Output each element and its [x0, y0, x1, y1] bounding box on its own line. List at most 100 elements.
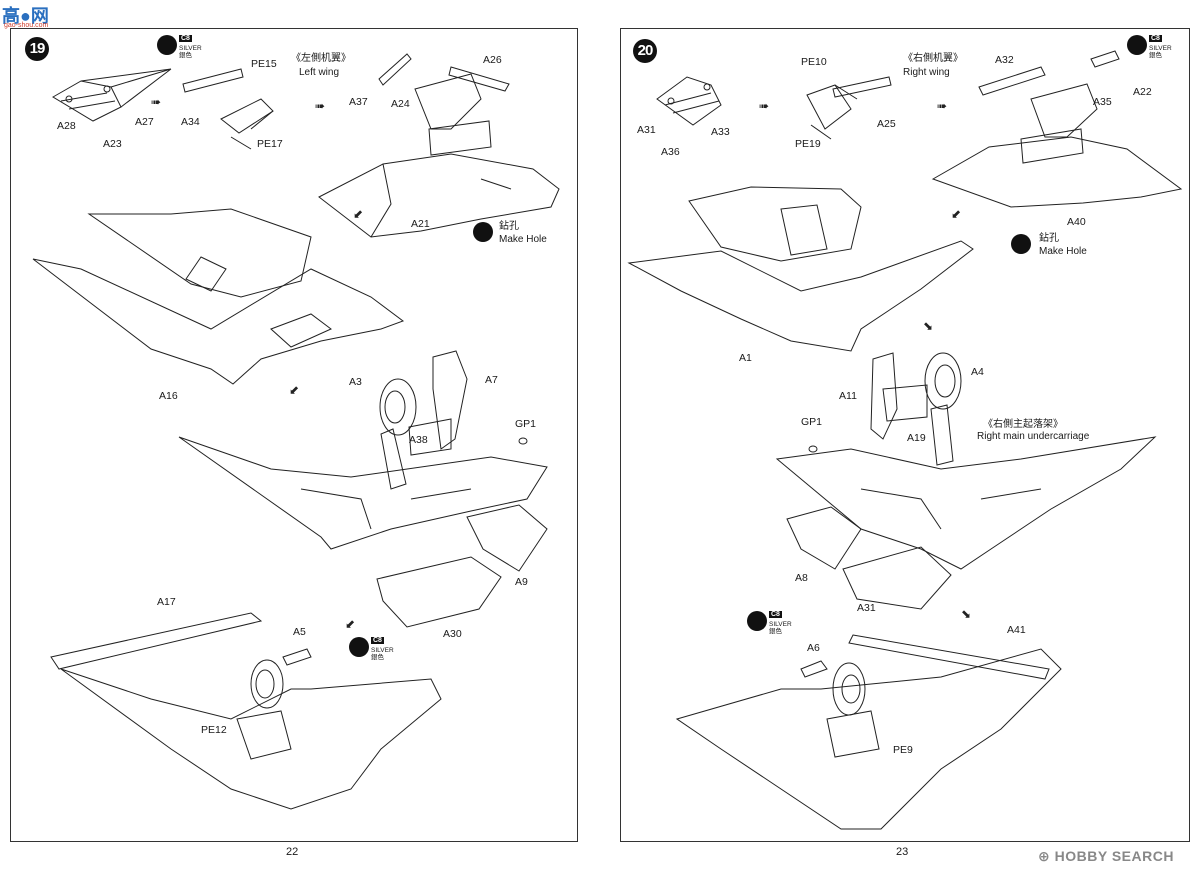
drill-icon: [1011, 234, 1031, 254]
part-label: A16: [159, 390, 178, 402]
part-label: A21: [411, 218, 430, 230]
paint-name-cn: 銀色: [179, 52, 192, 59]
step-arrow-icon: ➠: [937, 99, 948, 113]
paint-name-cn: 銀色: [769, 628, 782, 635]
upper-wing-skin-a40: [931, 136, 1183, 208]
bracket-assembly-a33: [656, 76, 722, 126]
wing-with-doors-a8-a31: [775, 436, 1157, 610]
part-label: PE15: [251, 58, 277, 70]
wing-with-doors-a9-a30: [178, 436, 548, 628]
part-label: A4: [971, 366, 984, 378]
part-label: A27: [135, 116, 154, 128]
page-number: 22: [286, 846, 299, 858]
part-label: A9: [515, 576, 528, 588]
hobby-search-logo: ⊕ HOBBY SEARCH: [1038, 848, 1174, 864]
bracket-assembly-a27: [52, 68, 172, 122]
part-label: A36: [661, 146, 680, 158]
make-hole-cn: 鉆孔: [499, 221, 519, 232]
page-number: 23: [896, 846, 909, 858]
paint-name-en: SILVER: [371, 647, 394, 654]
part-label: A3: [349, 376, 362, 388]
make-hole-en: Make Hole: [1039, 246, 1087, 257]
step-arrow-icon: ➠: [151, 95, 162, 109]
paint-name-cn: 銀色: [1149, 52, 1162, 59]
left-instruction-page: 19 C8 SILVER 銀色 《左側机翼》 Left wing ➠ ➠ ⬋ ⬋…: [10, 28, 578, 842]
part-label: A35: [1093, 96, 1112, 108]
part-label: A7: [485, 374, 498, 386]
paint-name-en: SILVER: [769, 621, 792, 628]
part-label: A38: [409, 434, 428, 446]
part-label: PE17: [257, 138, 283, 150]
paint-code: C8: [769, 611, 782, 618]
part-label: A40: [1067, 216, 1086, 228]
step-arrow-icon: ➠: [315, 99, 326, 113]
part-a25: [832, 76, 892, 98]
paint-code: C8: [179, 35, 192, 42]
watermark-logo: 高●网: [2, 6, 49, 26]
part-label: A31: [857, 602, 876, 614]
bottom-wing-assembly: [50, 612, 442, 810]
part-label: A31: [637, 124, 656, 136]
pe15-linkage: [220, 98, 274, 150]
wing-frame-a37: [378, 53, 510, 156]
part-label: A6: [807, 642, 820, 654]
paint-brush-icon: [747, 611, 767, 631]
part-label: A24: [391, 98, 410, 110]
wing-title-cn: 《左側机翼》: [291, 53, 351, 64]
wing-frame-a32: [978, 50, 1120, 164]
part-a34: [182, 68, 244, 93]
part-label: A37: [349, 96, 368, 108]
paint-brush-icon: [157, 35, 177, 55]
wing-assembly-a1: [627, 186, 974, 352]
part-label: PE12: [201, 724, 227, 736]
paint-brush-icon: [349, 637, 369, 657]
part-label: A32: [995, 54, 1014, 66]
right-page-drawings: [627, 50, 1183, 830]
part-label: A28: [57, 120, 76, 132]
part-label: A25: [877, 118, 896, 130]
right-instruction-page: 20 C8 SILVER 銀色 《右側机翼》 Right wing ➠ ➠ ⬋ …: [620, 28, 1190, 842]
part-label: A41: [1007, 624, 1026, 636]
part-label: A1: [739, 352, 752, 364]
wing-title-en: Left wing: [299, 67, 340, 78]
part-label: PE10: [801, 56, 827, 68]
watermark-url: gao-shou.com: [4, 22, 49, 29]
part-label: A17: [157, 596, 176, 608]
part-label: A5: [293, 626, 306, 638]
paint-name-en: SILVER: [1149, 45, 1172, 52]
paint-name-en: SILVER: [179, 45, 202, 52]
undercarriage-a11: [870, 352, 962, 466]
part-label: A11: [839, 390, 857, 402]
wing-title-en: Right wing: [903, 67, 950, 78]
part-label: A34: [181, 116, 200, 128]
wing-assembly-a16: [32, 208, 405, 385]
bottom-wing-assembly: [675, 634, 1062, 830]
undercarriage-title-cn: 《右側主起落架》: [983, 419, 1063, 430]
part-label: A22: [1133, 86, 1152, 98]
part-label: PE9: [893, 744, 913, 756]
make-hole-en: Make Hole: [499, 234, 547, 245]
undercarriage-a7: [379, 350, 468, 490]
part-label: A8: [795, 572, 808, 584]
part-label: A30: [443, 628, 462, 640]
paint-code: C8: [371, 637, 384, 644]
step-arrow-icon: ⬋: [345, 617, 356, 631]
part-label: A26: [483, 54, 502, 66]
part-label: GP1: [801, 416, 823, 428]
paint-name-cn: 銀色: [371, 654, 384, 661]
step-arrow-icon: ⬊: [961, 607, 972, 621]
step-number-badge: 20: [633, 39, 657, 63]
pe10-linkage: [806, 84, 858, 140]
step-arrow-icon: ⬊: [923, 319, 934, 333]
part-label: A23: [103, 138, 122, 150]
left-page-drawings: [32, 53, 560, 810]
step-arrow-icon: ⬋: [353, 207, 364, 221]
part-label: A19: [907, 432, 926, 444]
step-arrow-icon: ⬋: [951, 207, 962, 221]
upper-wing-skin-a21: [318, 153, 560, 238]
make-hole-cn: 鉆孔: [1039, 233, 1059, 244]
undercarriage-title-en: Right main undercarriage: [977, 431, 1090, 442]
paint-brush-icon: [1127, 35, 1147, 55]
step-number-badge: 19: [25, 37, 49, 61]
part-label: GP1: [515, 418, 537, 430]
